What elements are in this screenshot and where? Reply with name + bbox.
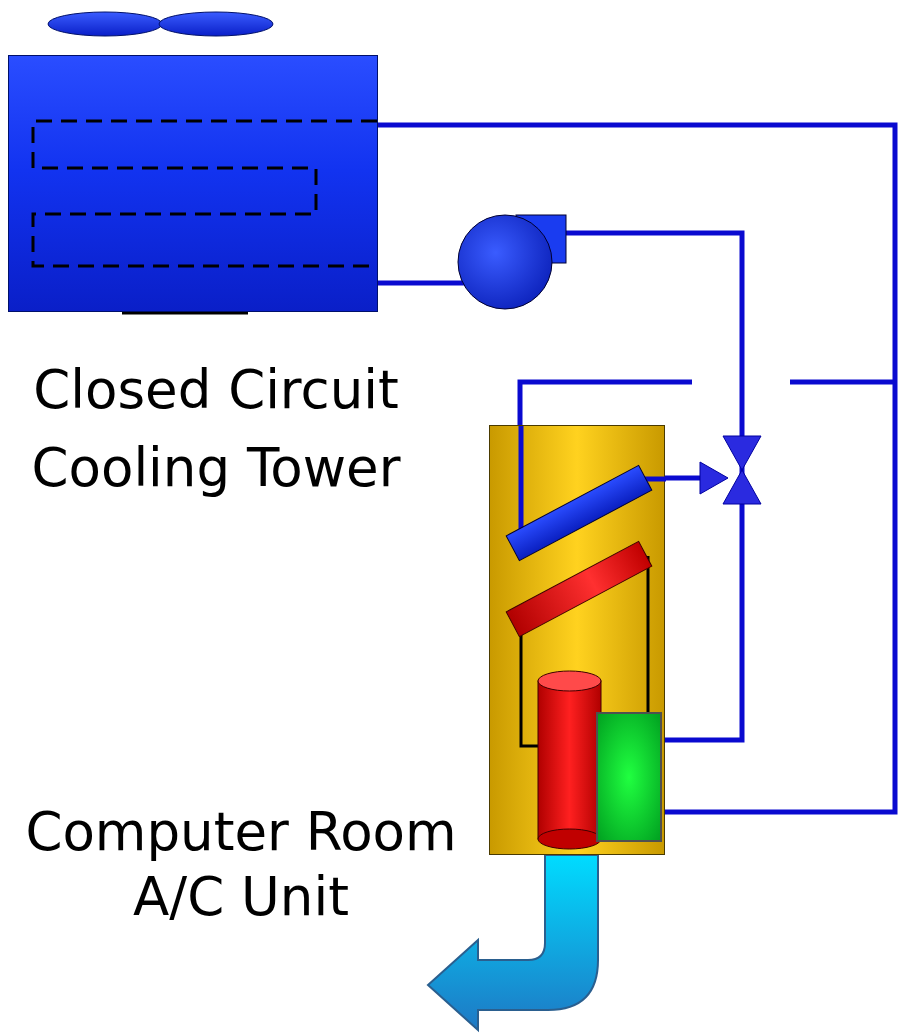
fan-blade [48, 12, 162, 36]
unit-label: Computer Room A/C Unit [6, 799, 476, 929]
compressor-body [538, 681, 601, 839]
coil-return-pipe [520, 382, 692, 425]
evaporator-coil [506, 541, 652, 636]
compressor-base [538, 829, 601, 849]
valve-port-arrow [700, 462, 728, 494]
coil-return-pipe [790, 380, 895, 385]
refrigerant-line [647, 556, 650, 713]
fan-blade [159, 12, 273, 36]
unit-interior-art [490, 426, 666, 856]
coil-riser-pipe [519, 426, 524, 544]
pump-outlet [516, 215, 566, 263]
cooling-coil [33, 121, 377, 266]
airflow-arrow [428, 855, 598, 1030]
computer-room-unit: Computer Room A/C Unit [489, 425, 665, 855]
pump-symbol [458, 215, 552, 309]
tower-label: Closed Circuit Cooling Tower [6, 351, 426, 507]
cooling-tower: Closed Circuit Cooling Tower [8, 55, 378, 312]
cooling-coil [506, 465, 652, 560]
coil-valve-pipe [665, 476, 703, 481]
compressor-top [538, 671, 601, 691]
refrigerant-line [521, 616, 540, 746]
tower-coil-art [9, 56, 379, 313]
valve-body [723, 436, 761, 470]
valve-body [723, 470, 761, 504]
coil-valve-pipe [640, 477, 666, 482]
condenser-box [597, 713, 661, 841]
